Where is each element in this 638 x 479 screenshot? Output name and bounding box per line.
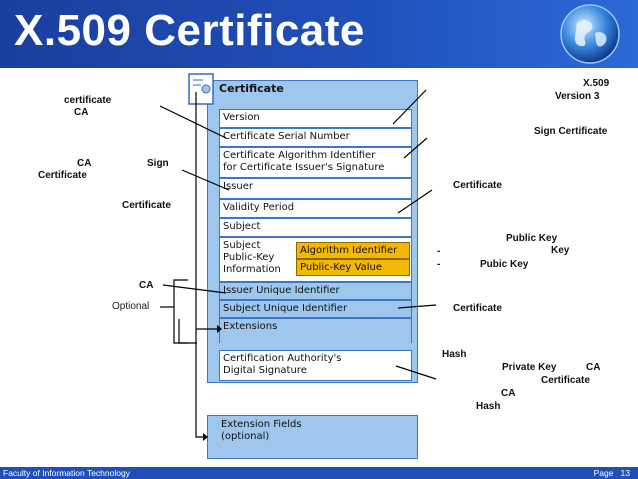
annotation-unique-id-ca: CA [139,280,154,291]
field-algorithm-identifier: Certificate Algorithm Identifier for Cer… [219,147,412,178]
algorithm-line-2: for Certificate Issuer's Signature [223,162,385,173]
annotation-dash-2: - [437,259,441,270]
field-subject-unique-id: Subject Unique Identifier [219,300,412,318]
annotation-sig-ca-1: CA [586,362,601,373]
signature-line-2: Digital Signature [223,365,307,376]
annotation-validity-certificate: Certificate [122,200,171,211]
field-extensions: Extensions [219,318,412,343]
field-version: Version [219,109,412,128]
field-ca-signature: Certification Authority's Digital Signat… [219,350,412,381]
annotation-public-key: Public Key [506,233,558,244]
slide-title: X.509 Certificate [14,6,365,55]
extension-fields-label: Extension Fields (optional) [221,419,302,443]
annotation-subject-uid: Certificate [453,303,502,314]
annotation-issuer-ca: CA [77,158,92,169]
annotation-ca: CA [74,107,89,118]
annotation-sig-ca-2: CA [501,388,516,399]
annotation-validity: Certificate [453,180,502,191]
annotation-version-3: Version 3 [555,91,600,102]
annotation-dash-1: - [437,246,441,257]
extension-line-1: Extension Fields [221,419,302,430]
spki-line-2: Public-Key [223,252,275,263]
page-number: 13 [620,468,630,478]
signature-line-1: Certification Authority's [223,353,342,364]
annotation-certificate: certificate [64,95,112,106]
annotation-issuer-certificate: Certificate [38,170,87,181]
certificate-heading: Certificate [219,82,284,95]
public-key-value-cell: Public-Key Value [296,259,410,276]
annotation-sig-certificate: Certificate [541,375,590,386]
spki-line-3: Information [223,264,281,275]
algorithm-line-1: Certificate Algorithm Identifier [223,150,376,161]
field-subject: Subject [219,218,412,237]
globe-icon [560,4,620,64]
annotation-private-key: Private Key [502,362,557,373]
title-bar: X.509 Certificate [0,0,638,68]
annotation-hash-2: Hash [476,401,501,412]
spki-line-1: Subject [223,240,261,251]
extension-fields-box [207,415,418,459]
annotation-sign-certificate: Sign Certificate [534,126,608,137]
page-label: Page [593,468,614,478]
annotation-x509: X.509 [583,78,610,89]
annotation-key: Key [551,245,570,256]
algorithm-identifier-cell: Algorithm Identifier [296,242,410,259]
annotation-optional: Optional [112,301,150,312]
field-issuer-unique-id: Issuer Unique Identifier [219,282,412,300]
footer-page: Page 13 [594,467,630,479]
annotation-issuer-sign: Sign [147,158,169,169]
extension-line-2: (optional) [221,431,270,442]
footer-bar: Faculty of Information Technology Page 1… [0,467,638,479]
annotation-pubic-key: Pubic Key [480,259,529,270]
field-issuer: Issuer [219,178,412,199]
field-serial-number: Certificate Serial Number [219,128,412,147]
annotation-hash: Hash [442,349,467,360]
field-validity-period: Validity Period [219,199,412,218]
footer-institution: Faculty of Information Technology [3,468,130,478]
